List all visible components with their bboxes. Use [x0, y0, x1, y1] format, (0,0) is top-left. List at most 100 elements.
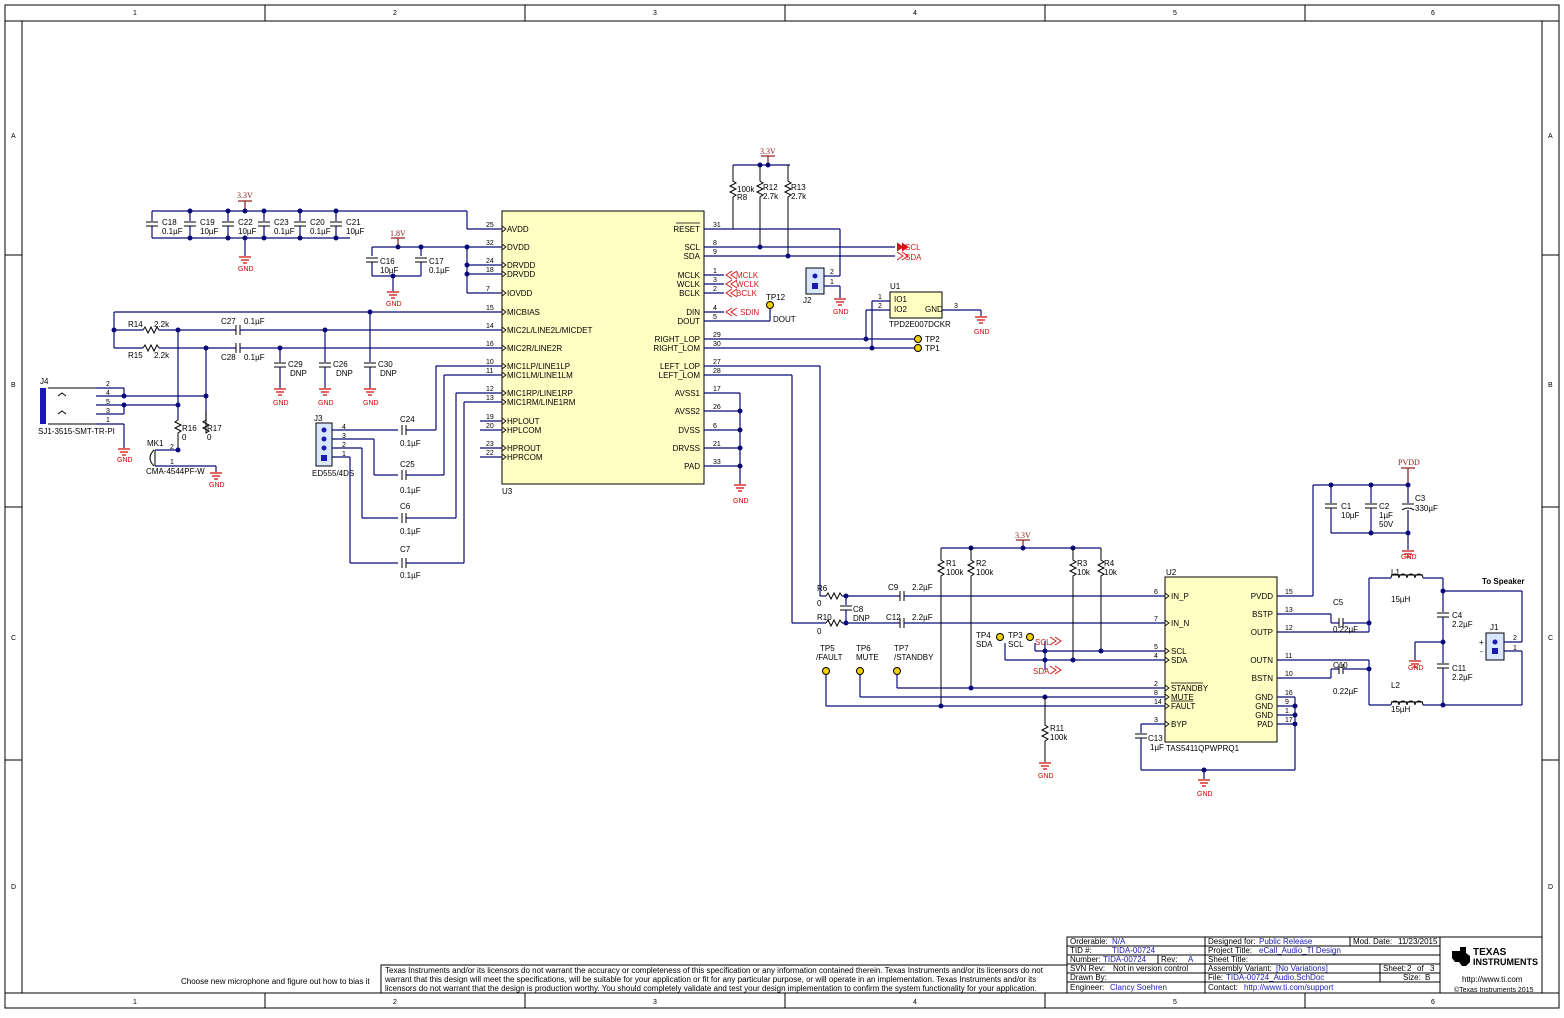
- u2-pin-name: PVDD: [1251, 592, 1273, 601]
- j3-ref: J3: [314, 414, 323, 423]
- u3-pin-name: HPLOUT: [507, 417, 540, 426]
- zone-row-label: B: [1548, 382, 1553, 389]
- u2-pin-marker: [1164, 693, 1170, 701]
- junction: [261, 235, 267, 241]
- c3-value: 330µF: [1415, 504, 1438, 513]
- j4-ref: J4: [40, 377, 49, 386]
- tb-engineer: Clancy Soehren: [1110, 983, 1167, 992]
- tb-number: TIDA-00724: [1103, 955, 1147, 964]
- tp2-ref: TP2: [925, 335, 940, 344]
- u2-pin-number: 14: [1154, 699, 1162, 706]
- u3-pin-marker: [501, 289, 507, 297]
- gnd-symbol: [239, 256, 251, 264]
- u3-pin-name: DIN: [686, 308, 700, 317]
- u2-pin-marker: [1164, 656, 1170, 664]
- u2-pin-marker: [1164, 720, 1170, 728]
- tb-variant-label: Assembly Variant:: [1208, 964, 1272, 973]
- u2-pin-number: 16: [1285, 690, 1293, 697]
- u1-esd: U1 IO1 IO2 GND TPD2E007DCKR 1 2 3 GND: [865, 282, 990, 348]
- cap-ref: C21: [346, 218, 361, 227]
- u3-pin-number: 24: [486, 258, 494, 265]
- tp12-pad: [766, 301, 774, 309]
- u3-pin-number: 20: [486, 423, 494, 430]
- junction: [297, 208, 303, 214]
- u3-pin-marker: [501, 270, 507, 278]
- r15-value: 2.2k: [154, 351, 170, 360]
- j1-speaker: To Speaker J1 2 1 + -: [1479, 577, 1525, 661]
- cap-value: 10µF: [200, 227, 219, 236]
- c25-ref: C25: [400, 460, 415, 469]
- r11-value: 100k: [1050, 733, 1068, 742]
- tb-contact: http://www.ti.com/support: [1244, 983, 1334, 992]
- tb-orderable: N/A: [1112, 937, 1126, 946]
- u1-part: TPD2E007DCKR: [889, 320, 951, 329]
- c27-value: 0.1µF: [244, 317, 265, 326]
- u3-pin-name: MIC1LP/LINE1LP: [507, 362, 570, 371]
- tb-sheets: 3: [1430, 964, 1435, 973]
- u2-pin-name: FAULT: [1171, 702, 1195, 711]
- u2-pin-name: IN_N: [1171, 619, 1189, 628]
- j1-pin1: 1: [1513, 645, 1517, 652]
- gnd-label: GND: [386, 301, 402, 308]
- c6-ref: C6: [400, 502, 411, 511]
- c11-value: 2.2µF: [1452, 673, 1473, 682]
- r1-ref: R1: [946, 559, 957, 568]
- c9-ref: C9: [888, 583, 899, 592]
- gnd-label: GND: [733, 498, 749, 505]
- u3-pin-number: 11: [486, 368, 493, 375]
- u2-ref: U2: [1166, 568, 1177, 577]
- c12-ref: C12: [886, 613, 901, 622]
- r13-ref: R13: [791, 183, 806, 192]
- gnd-label: GND: [117, 457, 133, 464]
- c5-ref: C5: [1333, 598, 1344, 607]
- design-note: Choose new microphone and figure out how…: [181, 977, 370, 986]
- c4-ref: C4: [1452, 611, 1463, 620]
- c16-value: 10µF: [380, 266, 399, 275]
- r14-ref: R14: [128, 320, 143, 329]
- tp3-net: SCL: [1008, 640, 1024, 649]
- u3-pin-marker: [501, 444, 507, 452]
- u3-pin-number: 14: [486, 323, 494, 330]
- u2-pin-name: SDA: [1171, 656, 1188, 665]
- gnd-label: GND: [209, 482, 225, 489]
- net-sda: SDA: [1033, 667, 1050, 676]
- u3-pin-number: 1: [713, 268, 717, 275]
- u2-pin-number: 3: [1154, 717, 1158, 724]
- r8-value: 100k: [737, 185, 755, 194]
- gnd-label: GND: [318, 400, 334, 407]
- power-3v3-label: 3.3V: [237, 191, 253, 200]
- zone-col-label: 5: [1173, 999, 1177, 1006]
- junction: [333, 235, 339, 241]
- u3-pin-name: AVSS1: [675, 389, 701, 398]
- line-out-nets: TP2 TP1 GND: [704, 335, 940, 623]
- u2-pin-name: BSTN: [1252, 674, 1274, 683]
- amp-bypass: C13 1µF GND: [1135, 696, 1298, 798]
- c1-ref: C1: [1341, 502, 1352, 511]
- u3-pin-number: 31: [713, 222, 721, 229]
- j1-minus: -: [1480, 647, 1483, 656]
- tb-project-label: Project Title:: [1208, 946, 1252, 955]
- u2-pin-name: GND: [1255, 693, 1273, 702]
- u2-pin-name: STANDBY: [1171, 684, 1209, 693]
- tb-moddate-label: Mod. Date:: [1353, 937, 1392, 946]
- u3-pin-marker: [501, 243, 507, 251]
- u3-pin-name: MIC2R/LINE2R: [507, 344, 562, 353]
- u2-pin-number: 9: [1285, 699, 1289, 706]
- tb-drawn-label: Drawn By:: [1070, 973, 1107, 982]
- cap-ref: C19: [200, 218, 215, 227]
- tb-engineer-label: Engineer:: [1070, 983, 1104, 992]
- c5-value: 0.22µF: [1333, 625, 1358, 634]
- j3-part: ED555/4DS: [312, 469, 354, 478]
- tp1-ref: TP1: [925, 344, 940, 353]
- c2-voltage: 50V: [1379, 520, 1394, 529]
- net-sda: SDA: [905, 253, 922, 262]
- u3-pin-number: 25: [486, 222, 494, 229]
- tb-rev-label: Rev:: [1161, 955, 1177, 964]
- u2-pin-number: 2: [1154, 681, 1158, 688]
- u3-pin-marker: [501, 417, 507, 425]
- c28-ref: C28: [221, 353, 236, 362]
- u2-pin-name: PAD: [1257, 720, 1273, 729]
